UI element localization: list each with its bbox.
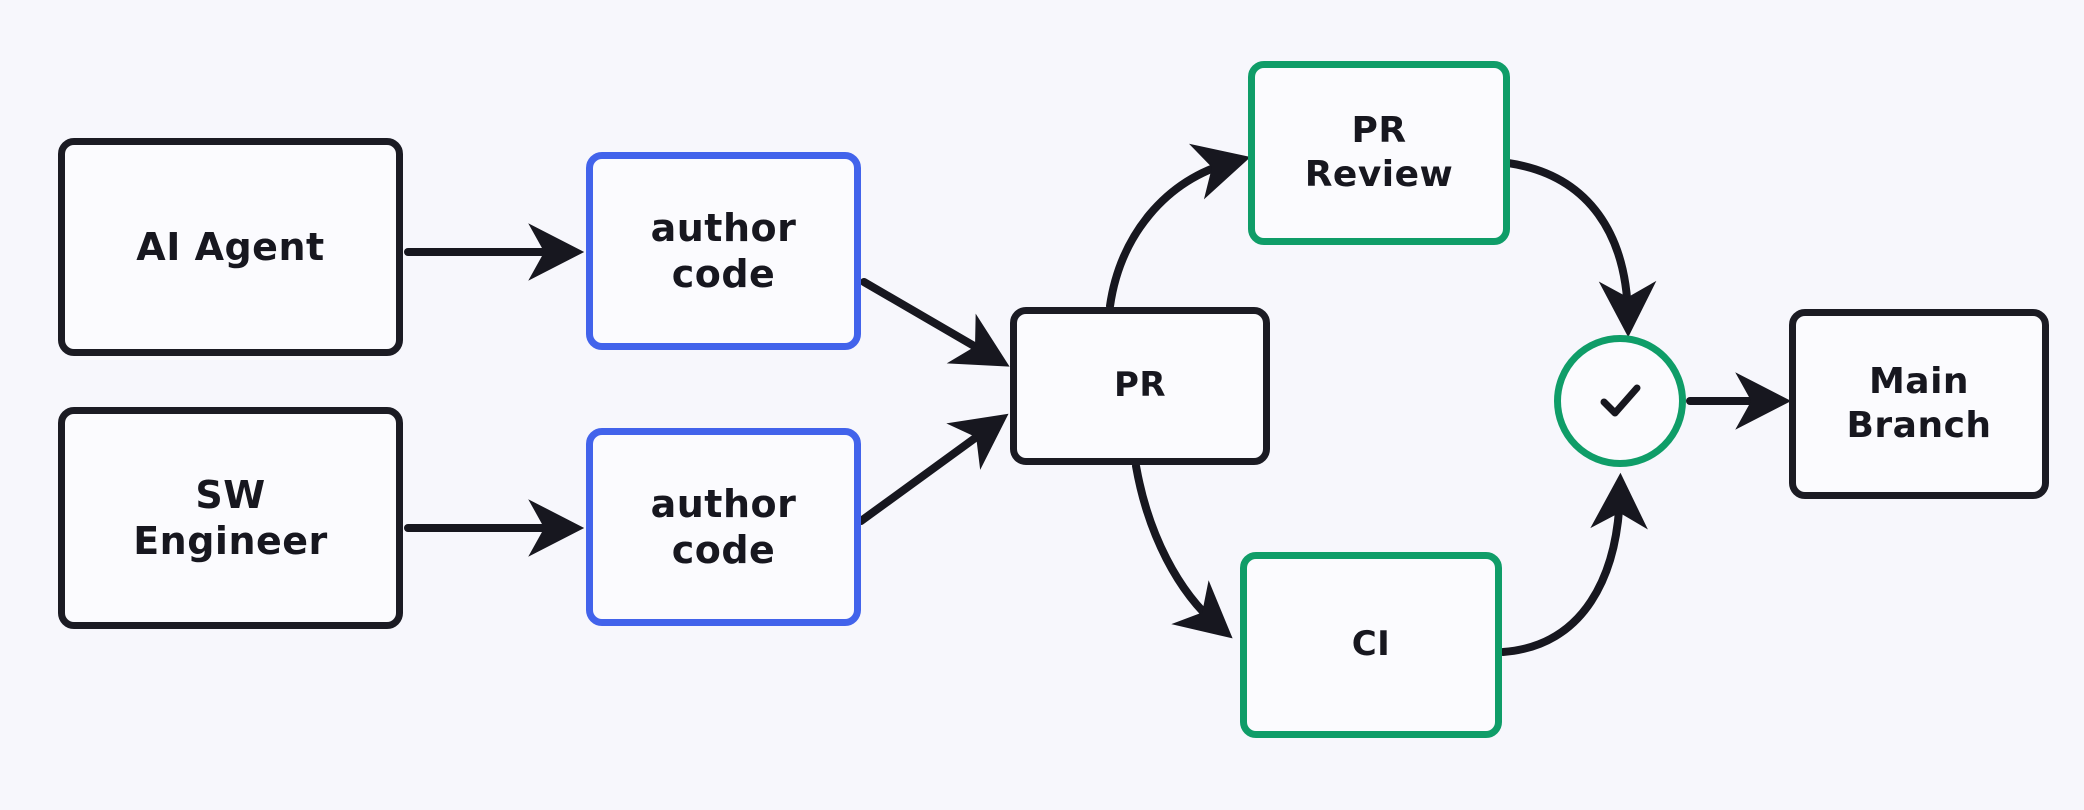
node-ci[interactable]: CI [1240,552,1502,738]
edge-author-code-human-to-pr [857,413,1009,525]
node-pr-review[interactable]: PR Review [1248,61,1510,245]
edge-author-code-agent-to-pr [860,278,1010,367]
edge-pr-review-to-merge-check [1504,159,1657,338]
node-sw-engineer[interactable]: SW Engineer [58,407,403,629]
edge-ci-to-merge-check [1499,472,1648,656]
node-main-branch-label: Main Branch [1846,361,1992,446]
edge-pr-to-ci [1132,462,1233,639]
node-author-code-human[interactable]: author code [586,428,861,626]
node-author-code-agent-label: author code [650,205,797,296]
node-pr-label: PR [1113,365,1167,406]
node-merge-check[interactable] [1554,335,1686,467]
node-ci-label: CI [1351,624,1391,665]
node-pr-review-label: PR Review [1304,110,1454,195]
node-author-code-agent[interactable]: author code [586,152,861,350]
node-main-branch[interactable]: Main Branch [1789,309,2049,499]
node-author-code-human-label: author code [650,481,797,572]
node-ai-agent[interactable]: AI Agent [58,138,403,356]
edge-pr-to-pr-review [1106,143,1251,310]
check-icon [1588,369,1652,433]
node-sw-engineer-label: SW Engineer [133,472,328,563]
node-ai-agent-label: AI Agent [136,224,325,269]
node-pr[interactable]: PR [1010,307,1270,465]
